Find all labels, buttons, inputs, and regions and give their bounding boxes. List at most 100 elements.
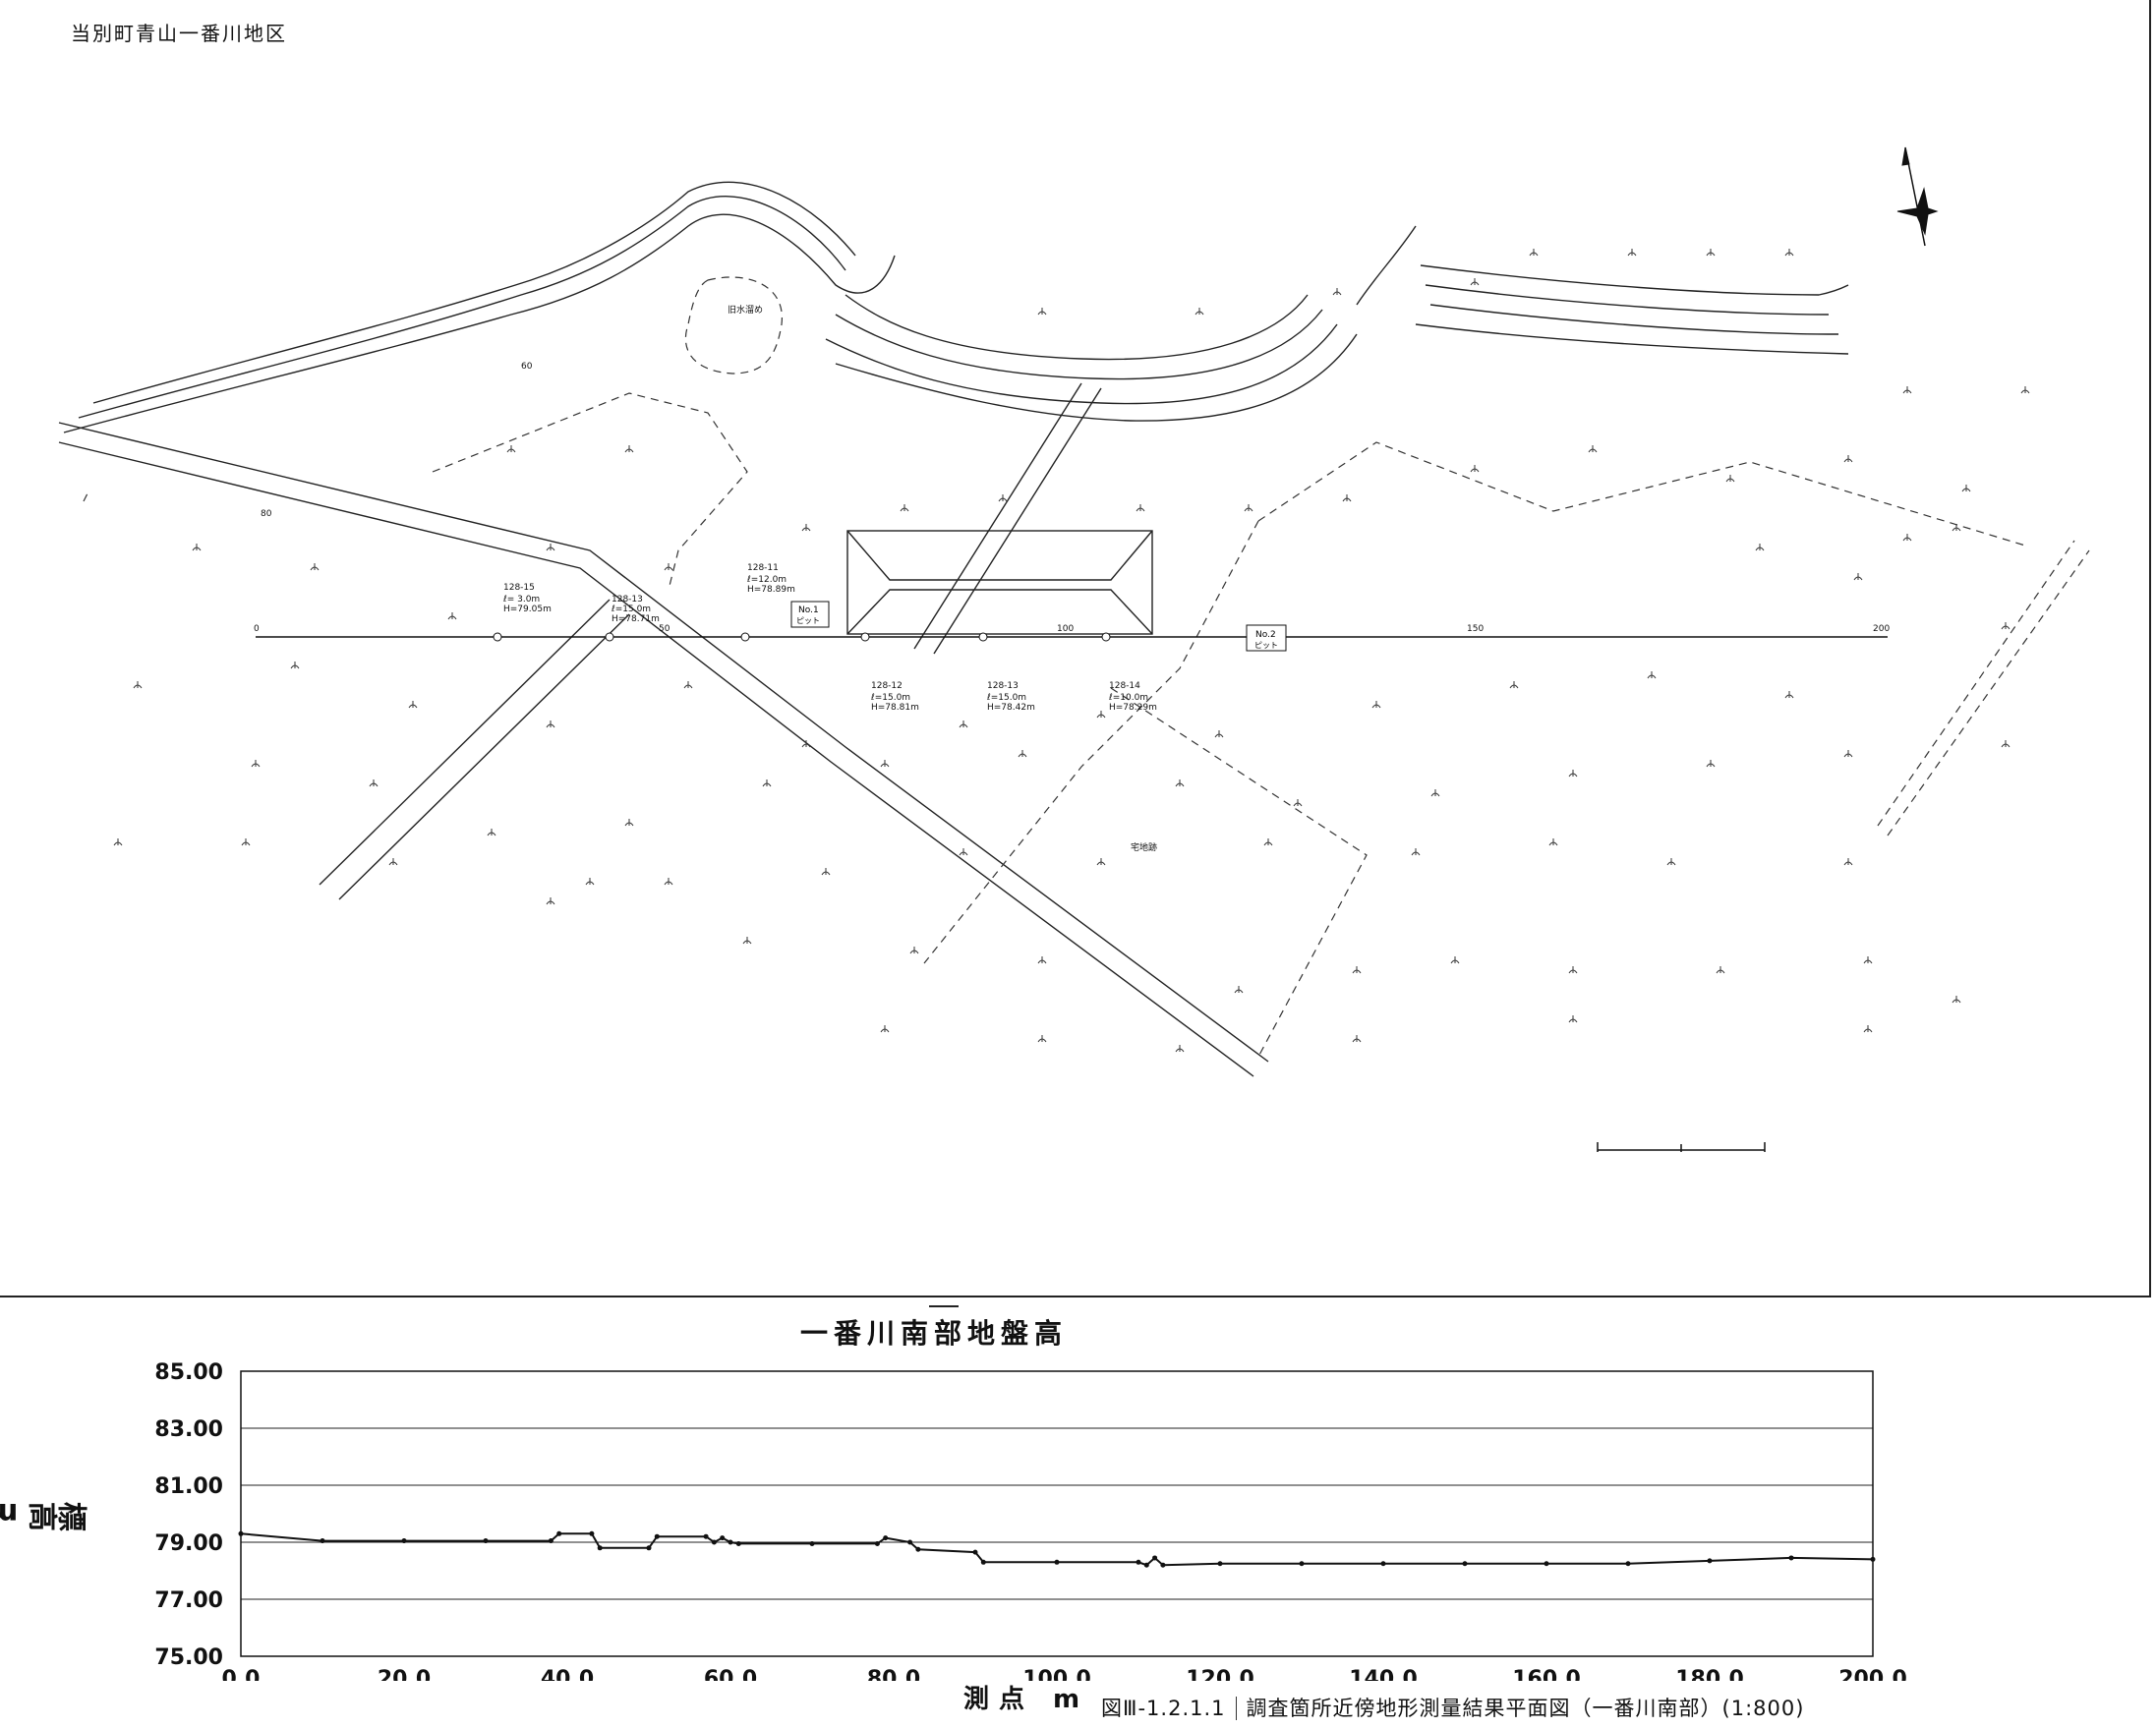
data-point (1160, 1562, 1166, 1568)
vegetation-symbol (1470, 465, 1480, 473)
pit-label: No.1 (798, 605, 819, 615)
data-point (735, 1540, 741, 1546)
road-edge (319, 599, 611, 886)
contour-line (1415, 323, 1849, 355)
data-point (874, 1540, 880, 1546)
data-point (238, 1530, 244, 1536)
data-point (1136, 1559, 1141, 1565)
vegetation-symbol (624, 445, 634, 453)
road-edge (933, 387, 1102, 655)
borehole-id: 128-13 (987, 681, 1019, 691)
data-point (1788, 1555, 1794, 1561)
chart-title: 一番川南部地盤高 (799, 1317, 1068, 1350)
vegetation-symbol (909, 947, 919, 954)
vegetation-symbol (664, 878, 673, 886)
vegetation-symbol (2001, 740, 2010, 748)
vegetation-symbol (1647, 671, 1657, 679)
vegetation-symbol (664, 563, 673, 571)
vegetation-symbol (2001, 622, 2010, 630)
vegetation-symbol (1037, 1035, 1047, 1043)
data-point (556, 1530, 562, 1536)
road-edge (58, 441, 1254, 1077)
chart-title-decoration (929, 1305, 959, 1307)
vegetation-symbol (1430, 789, 1440, 797)
borehole-id: 128-15 (503, 583, 535, 593)
vegetation-symbol (1342, 494, 1352, 502)
vegetation-symbol (801, 740, 811, 748)
vegetation-symbol (1784, 249, 1794, 257)
data-point (1217, 1561, 1223, 1567)
x-tick-label: 40.0 (541, 1667, 594, 1681)
borehole-marker (860, 632, 870, 642)
building-roof (846, 530, 1153, 635)
pit-no1-box (790, 601, 830, 628)
contour-label: 80 (261, 509, 272, 519)
vegetation-symbol (310, 563, 320, 571)
vegetation-symbol (1195, 308, 1204, 316)
vegetation-symbol (959, 848, 968, 856)
vegetation-symbol (408, 701, 418, 709)
vegetation-symbol (821, 868, 831, 876)
borehole-marker (493, 632, 502, 642)
vegetation-symbol (1784, 691, 1794, 699)
vegetation-symbol (880, 1025, 890, 1033)
vegetation-symbol (251, 760, 261, 768)
x-tick-label: 60.0 (704, 1667, 757, 1681)
vegetation-symbol (1716, 966, 1725, 974)
vegetation-symbol (1952, 996, 1961, 1004)
borehole-elev: H=78.89m (747, 585, 795, 595)
boundary-line (432, 392, 748, 591)
data-point (654, 1533, 660, 1539)
data-point (980, 1559, 986, 1565)
y-axis-label: 標高 m (0, 1495, 87, 1530)
vegetation-symbol (1244, 504, 1253, 512)
data-point (1462, 1561, 1468, 1567)
data-point (401, 1538, 407, 1544)
borehole-id: 128-11 (747, 563, 779, 573)
data-point (589, 1530, 595, 1536)
station-label: 100 (1057, 624, 1074, 634)
contour-line (1356, 225, 1417, 306)
contour-line (1425, 284, 1830, 316)
vegetation-symbol (133, 681, 143, 689)
vegetation-symbol (2020, 386, 2030, 394)
vegetation-symbol (1666, 858, 1676, 866)
data-point (907, 1539, 913, 1545)
station-label: 150 (1467, 624, 1484, 634)
boundary-line (1887, 549, 2090, 836)
vegetation-symbol (1263, 838, 1273, 846)
map-frame (0, 0, 2151, 1297)
vegetation-symbol (241, 838, 251, 846)
data-point (483, 1538, 489, 1544)
vegetation-symbol (1568, 770, 1578, 778)
vegetation-symbol (546, 720, 555, 728)
vegetation-symbol (1509, 681, 1519, 689)
pit-no2-box (1246, 624, 1287, 652)
vegetation-symbol (290, 662, 300, 669)
figure-number: 図Ⅲ-1.2.1.1 (1101, 1697, 1226, 1720)
x-tick-label: 180.0 (1675, 1667, 1744, 1681)
vegetation-symbol (1096, 711, 1106, 719)
vegetation-symbol (1863, 956, 1873, 964)
contour-line (92, 181, 856, 404)
contour-line (835, 333, 1358, 422)
old-pond-boundary (684, 276, 783, 375)
borehole-elev: H=78.29m (1109, 703, 1157, 713)
vegetation-symbol (388, 858, 398, 866)
vegetation-symbol (900, 504, 909, 512)
data-point (597, 1545, 603, 1551)
vegetation-symbols (113, 249, 2030, 1053)
borehole-id: 128-14 (1109, 681, 1140, 691)
caption-separator (1235, 1697, 1237, 1720)
data-point (1870, 1556, 1876, 1562)
data-point (915, 1546, 921, 1552)
pit-label: ピット (796, 616, 820, 625)
x-tick-label: 20.0 (378, 1667, 431, 1681)
vegetation-symbol (683, 681, 693, 689)
vegetation-symbol (1568, 1015, 1578, 1023)
data-point (711, 1539, 717, 1545)
vegetation-symbol (1902, 386, 1912, 394)
vegetation-symbol (742, 937, 752, 945)
